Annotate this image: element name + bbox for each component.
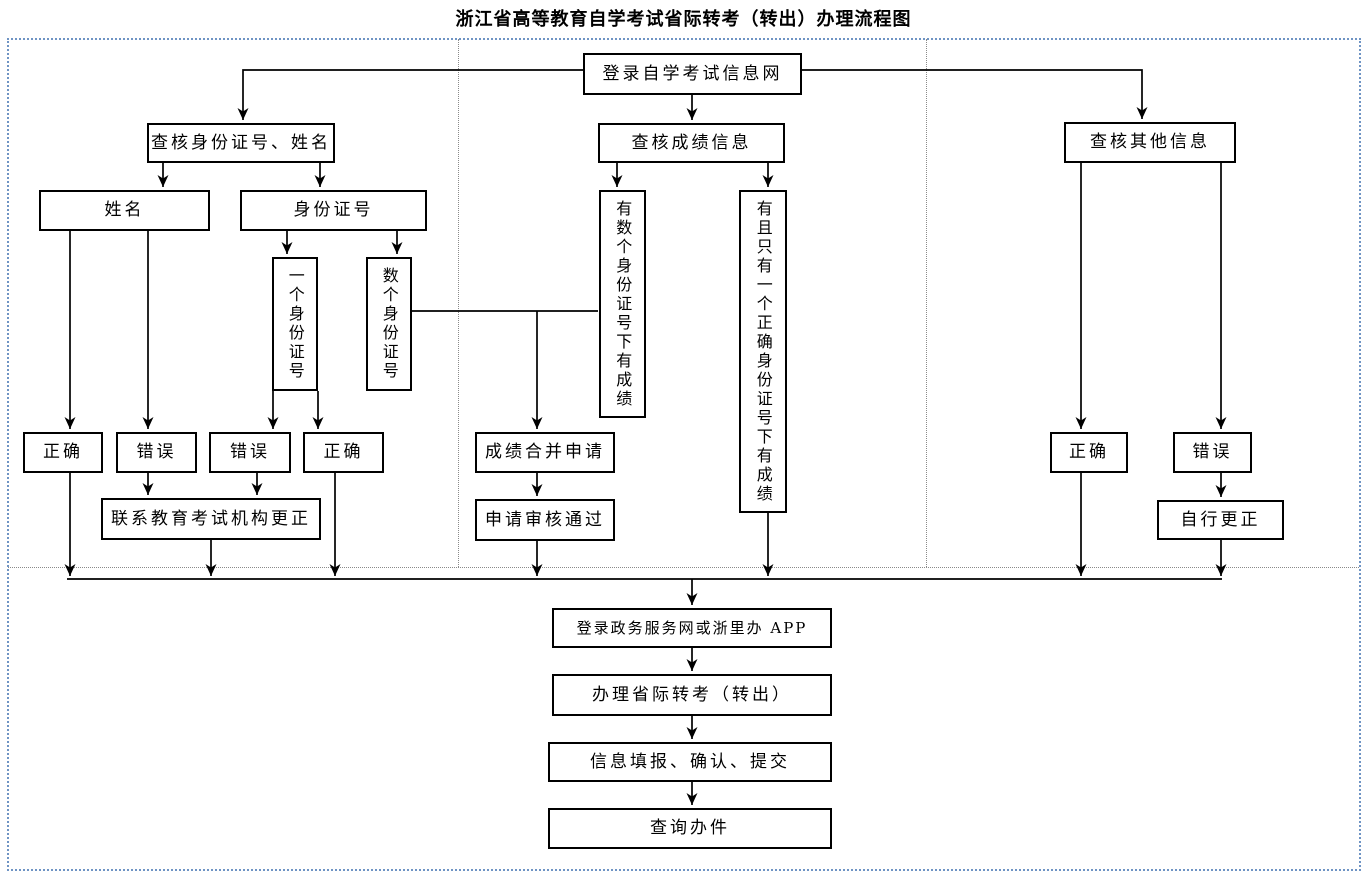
node-scores-under-several-ids: 有数个身份证号下有成绩	[599, 190, 646, 418]
node-name-correct: 正确	[23, 432, 103, 473]
node-scores-under-single-id: 有且只有一个正确身份证号下有成绩	[739, 190, 787, 513]
node-check-score-info: 查核成绩信息	[598, 123, 785, 163]
node-handle-transfer-out: 办理省际转考（转出）	[552, 674, 832, 716]
page-title: 浙江省高等教育自学考试省际转考（转出）办理流程图	[455, 9, 912, 30]
node-login-exam-info-site: 登录自学考试信息网	[583, 53, 802, 95]
node-name-wrong: 错误	[116, 432, 197, 473]
node-id-wrong: 错误	[209, 432, 291, 473]
node-query-case: 查询办件	[548, 808, 832, 849]
outer-frame	[7, 38, 1361, 871]
section-divider	[8, 567, 1359, 568]
node-id-number: 身份证号	[240, 190, 427, 231]
node-other-wrong: 错误	[1173, 432, 1252, 473]
column-divider-left	[458, 39, 459, 567]
node-one-id-number: 一个身份证号	[272, 257, 318, 391]
node-several-id-numbers: 数个身份证号	[366, 257, 412, 391]
column-divider-right	[926, 39, 927, 567]
node-name: 姓名	[39, 190, 210, 231]
node-score-merge-request: 成绩合并申请	[475, 432, 615, 473]
node-self-correct: 自行更正	[1157, 500, 1284, 540]
node-id-correct: 正确	[303, 432, 384, 473]
node-check-id-and-name: 查核身份证号、姓名	[147, 123, 335, 163]
node-contact-exam-authority: 联系教育考试机构更正	[101, 498, 321, 540]
node-other-correct: 正确	[1050, 432, 1128, 473]
node-check-other-info: 查核其他信息	[1064, 122, 1236, 163]
node-request-approved: 申请审核通过	[475, 499, 615, 541]
node-fill-confirm-submit: 信息填报、确认、提交	[548, 742, 832, 782]
node-login-gov-service: 登录政务服务网或浙里办 APP	[552, 608, 832, 648]
